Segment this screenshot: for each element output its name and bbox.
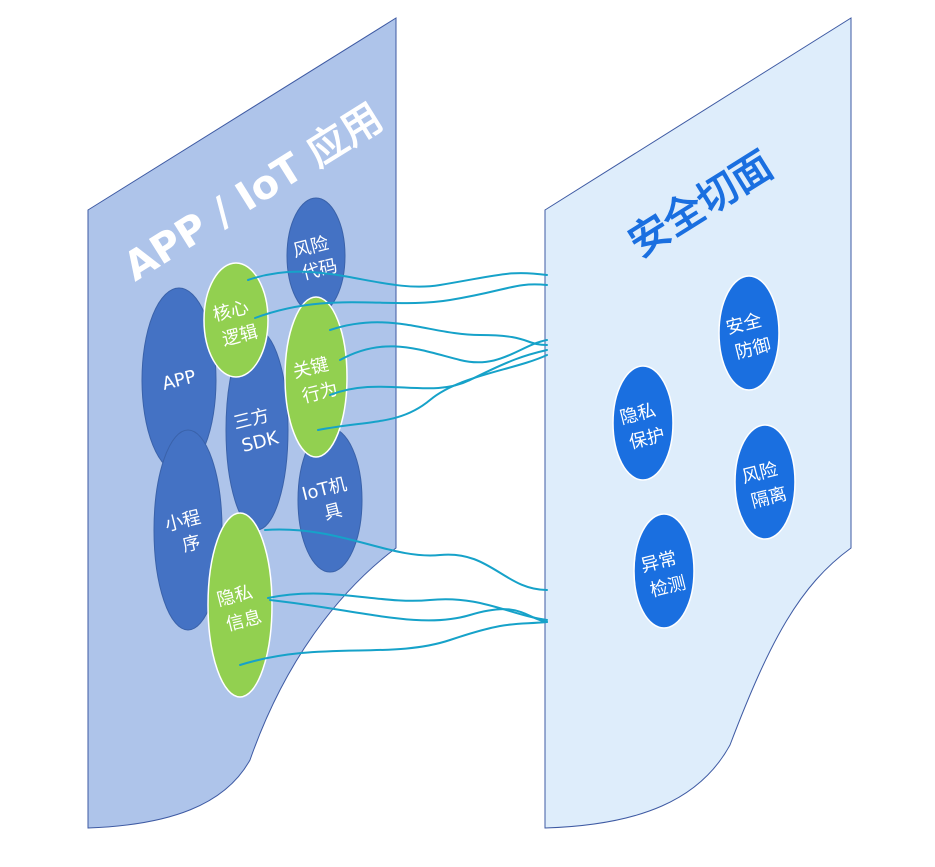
node-risk-code: 风险 代码 (286, 197, 346, 315)
node-iot-device-line-2: 具 (322, 500, 345, 525)
node-third-sdk: 三方 SDK (225, 329, 289, 531)
node-risk-isolation: 风险 隔离 (734, 424, 796, 540)
node-mini-program-line-2: 序 (180, 532, 203, 557)
right-panel (544, 17, 852, 829)
connector-curve (267, 592, 548, 621)
connectors (239, 270, 548, 666)
node-mini-program: 小程 序 (153, 429, 223, 631)
node-private-info: 隐私 信息 (207, 512, 273, 698)
node-key-behavior: 关键 行为 (284, 296, 348, 458)
node-anomaly-detect: 异常 检测 (633, 513, 695, 629)
connector-curve (317, 354, 548, 431)
node-core-logic: 核心 逻辑 (203, 262, 269, 378)
connector-curve (329, 321, 548, 346)
connector-curve (239, 621, 548, 666)
node-app: APP (141, 287, 217, 473)
node-privacy-protect: 隐私 保护 (612, 365, 674, 481)
connector-curve (247, 270, 548, 288)
connector-curve (264, 528, 548, 591)
node-iot-device: IoT机 具 (297, 427, 363, 573)
connector-curve (269, 599, 548, 623)
connector-curve (339, 339, 548, 364)
connector-curve (254, 283, 548, 319)
node-security-defense: 安全 防御 (718, 275, 780, 391)
